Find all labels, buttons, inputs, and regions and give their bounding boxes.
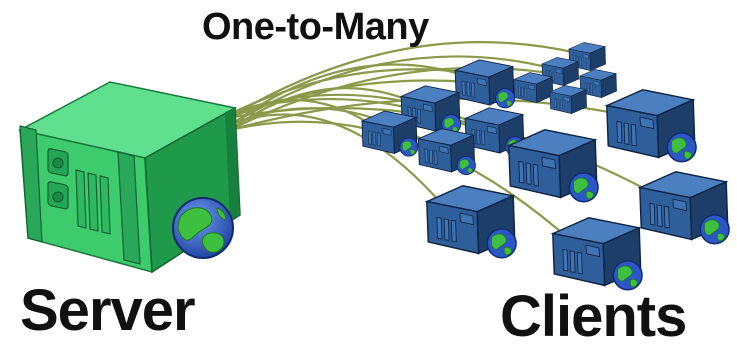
client-computer-icon [549,85,587,115]
globe-icon [399,137,419,157]
client-computer-icon [506,129,599,203]
server-icon [17,81,241,274]
globe-icon [456,155,476,176]
globe-icon [495,88,516,109]
globe-icon [486,228,517,259]
globe-icon [441,114,462,135]
client-computer-icon [360,110,419,157]
network-cable [226,41,580,120]
client-computer-icon [579,69,617,99]
globe-icon [568,172,599,203]
client-computer-icon [604,89,697,163]
network-cable [230,113,450,213]
client-computer-icon [416,128,476,176]
client-computer-icon [550,217,643,291]
network-cable [228,87,417,132]
client-computer-icon [424,185,517,259]
client-computer-icon [453,59,516,109]
diagram-title: One-to-Many [202,6,429,48]
globe-icon [666,132,697,163]
network-cable [228,66,591,132]
client-computer-icon [568,42,606,72]
globe-icon [699,214,730,245]
client-computer-icon [637,171,730,245]
globe-icon [172,197,234,259]
clients-label: Clients [500,284,687,349]
server-label: Server [20,278,196,343]
globe-icon [612,260,643,291]
client-computer-icon [512,72,554,104]
client-computers [360,42,730,291]
